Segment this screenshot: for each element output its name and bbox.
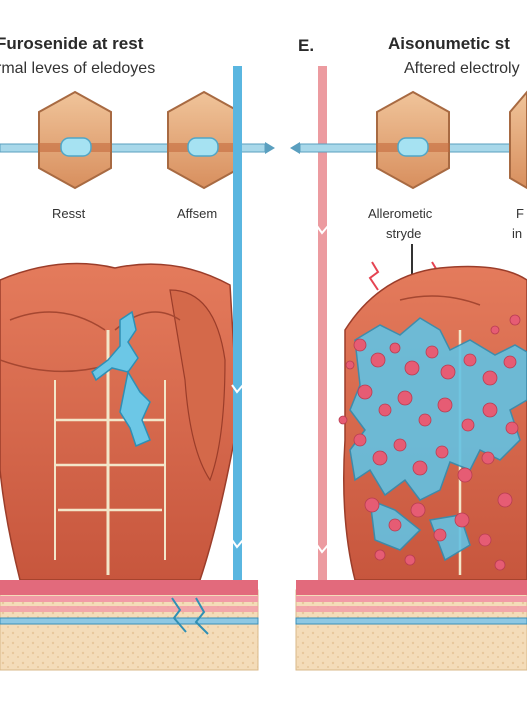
left-torso-muscles bbox=[0, 262, 239, 581]
left-nerve-structure bbox=[91, 310, 151, 448]
right-vertical-axis bbox=[316, 66, 329, 626]
right-electrolyte-cells bbox=[338, 314, 521, 571]
right-hex-channel-partial bbox=[509, 90, 527, 190]
left-hex-channel-after bbox=[167, 90, 241, 190]
label-after: Affsem bbox=[177, 206, 218, 221]
right-panel-subtitle: Aftered electroly bbox=[404, 60, 520, 77]
callout-label-line1: Allerometic bbox=[368, 206, 433, 221]
left-hex-channel-rest bbox=[38, 90, 112, 190]
left-vertical-axis bbox=[231, 66, 244, 626]
edge-label-1: F bbox=[516, 206, 524, 221]
left-panel-title: Furosenide at rest bbox=[0, 34, 144, 53]
edge-label-2: in bbox=[512, 226, 523, 241]
right-panel-title: Aisonumetic st bbox=[388, 34, 510, 53]
left-channel-axis bbox=[0, 142, 275, 154]
right-hex-channel bbox=[376, 90, 450, 190]
right-panel-marker: E. bbox=[298, 36, 315, 55]
spark-icon bbox=[368, 261, 380, 291]
callout-label-line2: stryde bbox=[386, 226, 422, 241]
label-rest: Resst bbox=[52, 206, 86, 221]
right-panel bbox=[290, 66, 527, 671]
left-panel-subtitle: rmal leves of eledoyes bbox=[0, 60, 156, 77]
left-panel bbox=[0, 66, 275, 671]
left-tissue-layer bbox=[0, 580, 259, 671]
right-tissue-layer bbox=[295, 580, 527, 671]
